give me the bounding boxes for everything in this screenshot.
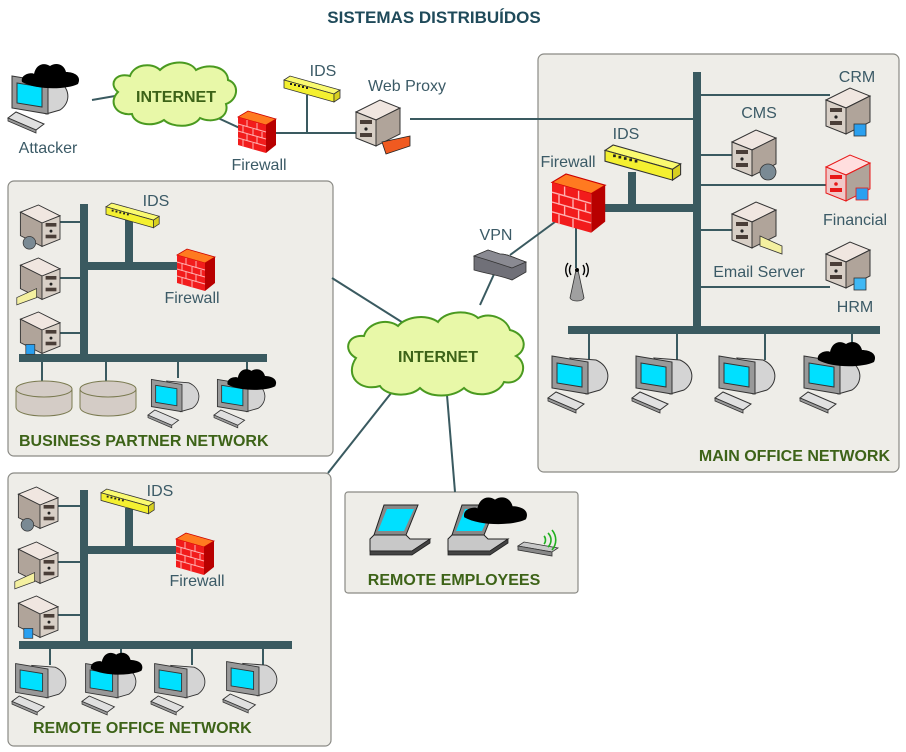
business-partner-network-label: BUSINESS PARTNER NETWORK xyxy=(19,433,269,450)
crm-label: CRM xyxy=(839,69,875,86)
page-title: SISTEMAS DISTRIBUÍDOS xyxy=(327,8,540,27)
top-ids-label: IDS xyxy=(310,63,337,80)
financial-server[interactable] xyxy=(824,154,872,202)
bp-database-1[interactable] xyxy=(15,380,73,417)
main-office-network xyxy=(568,72,880,360)
vpn-router[interactable] xyxy=(472,249,528,281)
top-firewall-label: Firewall xyxy=(231,157,286,174)
cms-label: CMS xyxy=(741,105,777,122)
email-server-label: Email Server xyxy=(713,264,805,281)
main-ids-label: IDS xyxy=(613,126,640,143)
crm-server[interactable] xyxy=(825,87,871,137)
financial-label: Financial xyxy=(823,212,887,229)
hrm-server[interactable] xyxy=(825,241,871,291)
connection-wires xyxy=(91,95,695,493)
internet-label-center: INTERNET xyxy=(398,349,478,366)
email-server[interactable] xyxy=(731,201,783,255)
bp-server-3[interactable] xyxy=(19,311,61,355)
bp-database-2[interactable] xyxy=(79,380,137,417)
ro-server-3[interactable] xyxy=(17,595,59,639)
web-proxy-label: Web Proxy xyxy=(368,78,446,95)
vpn-label: VPN xyxy=(480,227,513,244)
cms-server[interactable] xyxy=(731,129,777,181)
main-firewall-label: Firewall xyxy=(540,154,595,171)
wireless-modem-icon[interactable] xyxy=(516,529,560,557)
business-partner-network xyxy=(19,204,267,381)
internet-cloud-center[interactable]: INTERNET xyxy=(347,311,525,397)
internet-cloud-top[interactable]: INTERNET xyxy=(112,61,237,127)
web-proxy-server[interactable] xyxy=(355,99,411,155)
remote-office-network xyxy=(19,490,292,665)
bp-ids-label: IDS xyxy=(143,193,170,210)
attacker-label: Attacker xyxy=(19,140,78,157)
hrm-label: HRM xyxy=(837,299,873,316)
bp-server-2[interactable] xyxy=(16,257,61,306)
wireless-antenna-icon[interactable] xyxy=(565,262,589,302)
bp-server-1[interactable] xyxy=(19,204,61,250)
attacker-computer[interactable] xyxy=(7,64,80,134)
internet-label-top: INTERNET xyxy=(136,89,216,106)
ro-server-1[interactable] xyxy=(17,486,59,532)
ro-firewall-label: Firewall xyxy=(169,573,224,590)
remote-employees-label: REMOTE EMPLOYEES xyxy=(368,572,541,589)
remote-office-network-label: REMOTE OFFICE NETWORK xyxy=(33,720,252,737)
top-firewall[interactable] xyxy=(237,110,277,154)
ro-ids-label: IDS xyxy=(147,483,174,500)
bp-firewall-label: Firewall xyxy=(164,290,219,307)
ro-server-2[interactable] xyxy=(14,541,59,590)
main-office-network-label: MAIN OFFICE NETWORK xyxy=(699,448,891,465)
